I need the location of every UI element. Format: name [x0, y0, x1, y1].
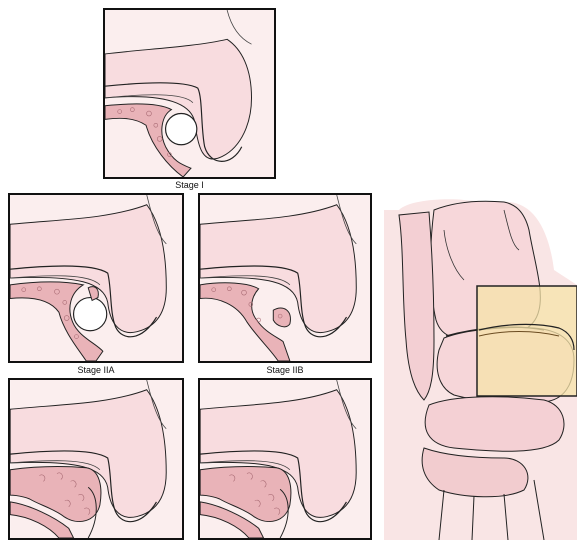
stage-3b-illustration [200, 380, 370, 538]
stage-1-panel [103, 8, 276, 179]
stage-3b-panel [198, 378, 372, 540]
stage-2a-illustration [10, 195, 182, 361]
stage-2b-panel [198, 193, 372, 363]
ankle-anatomy-illustration [384, 190, 577, 540]
highlight-box [477, 286, 577, 396]
stage-3a-illustration [10, 380, 182, 538]
stage-2a-panel [8, 193, 184, 363]
stage-2a-caption: Stage IIA [8, 365, 184, 375]
stage-1-caption: Stage I [103, 180, 276, 190]
stage-1-illustration [105, 10, 274, 177]
stage-2b-caption: Stage IIB [198, 365, 372, 375]
stage-3a-panel [8, 378, 184, 540]
stage-2b-illustration [200, 195, 370, 361]
